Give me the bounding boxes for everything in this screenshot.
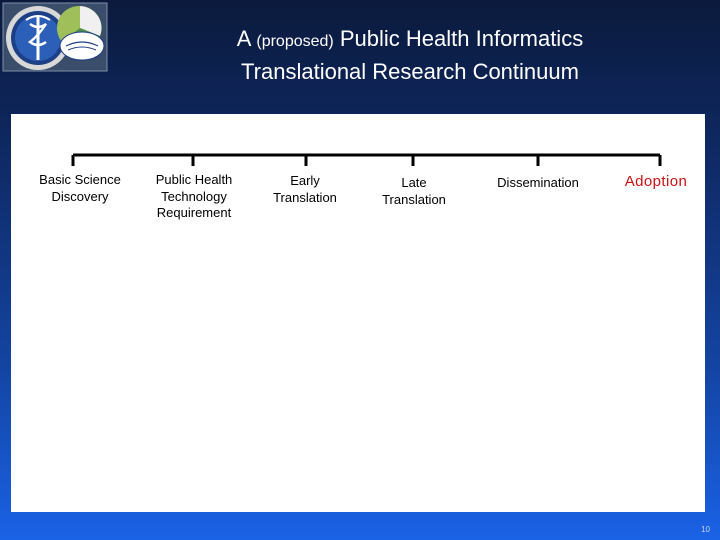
stage-label-line: Early	[290, 173, 320, 188]
title-line-1: A (proposed) Public Health Informatics	[100, 24, 720, 57]
stage-label-line: Technology	[161, 188, 227, 204]
stage-label-line: Translation	[273, 189, 337, 205]
content-panel: Basic Science Discovery Public Health Te…	[11, 114, 705, 512]
stage-label-line: Public Health	[155, 172, 233, 187]
logo	[2, 2, 108, 72]
stage-label-line: Adoption	[624, 173, 688, 190]
title-prefix: A	[236, 26, 251, 51]
stage-label-line: Basic Science	[39, 172, 121, 187]
stage-public-health-technology-requirement: Public Health Technology Requirement	[138, 172, 250, 222]
page-number: 10	[701, 525, 710, 534]
stage-label-line: Late	[401, 175, 427, 190]
stage-basic-science-discovery: Basic Science Discovery	[24, 172, 136, 205]
stage-adoption: Adoption	[607, 173, 705, 191]
stage-late-translation: Late Translation	[364, 175, 464, 208]
title-qualifier: (proposed)	[256, 33, 334, 50]
stage-label-line: Dissemination	[497, 175, 579, 190]
title-suffix: Public Health Informatics	[339, 26, 584, 51]
stage-label-line: Requirement	[156, 205, 232, 220]
stage-label-line: Translation	[382, 191, 446, 207]
stage-label-line: Discovery	[51, 188, 109, 204]
stage-early-translation: Early Translation	[255, 173, 355, 206]
public-health-emblem-logo-icon	[2, 2, 108, 72]
title-line-2: Translational Research Continuum	[241, 59, 579, 84]
slide-title: A (proposed) Public Health Informatics T…	[100, 24, 720, 87]
stage-dissemination: Dissemination	[478, 175, 598, 192]
continuum-timeline	[71, 153, 662, 166]
